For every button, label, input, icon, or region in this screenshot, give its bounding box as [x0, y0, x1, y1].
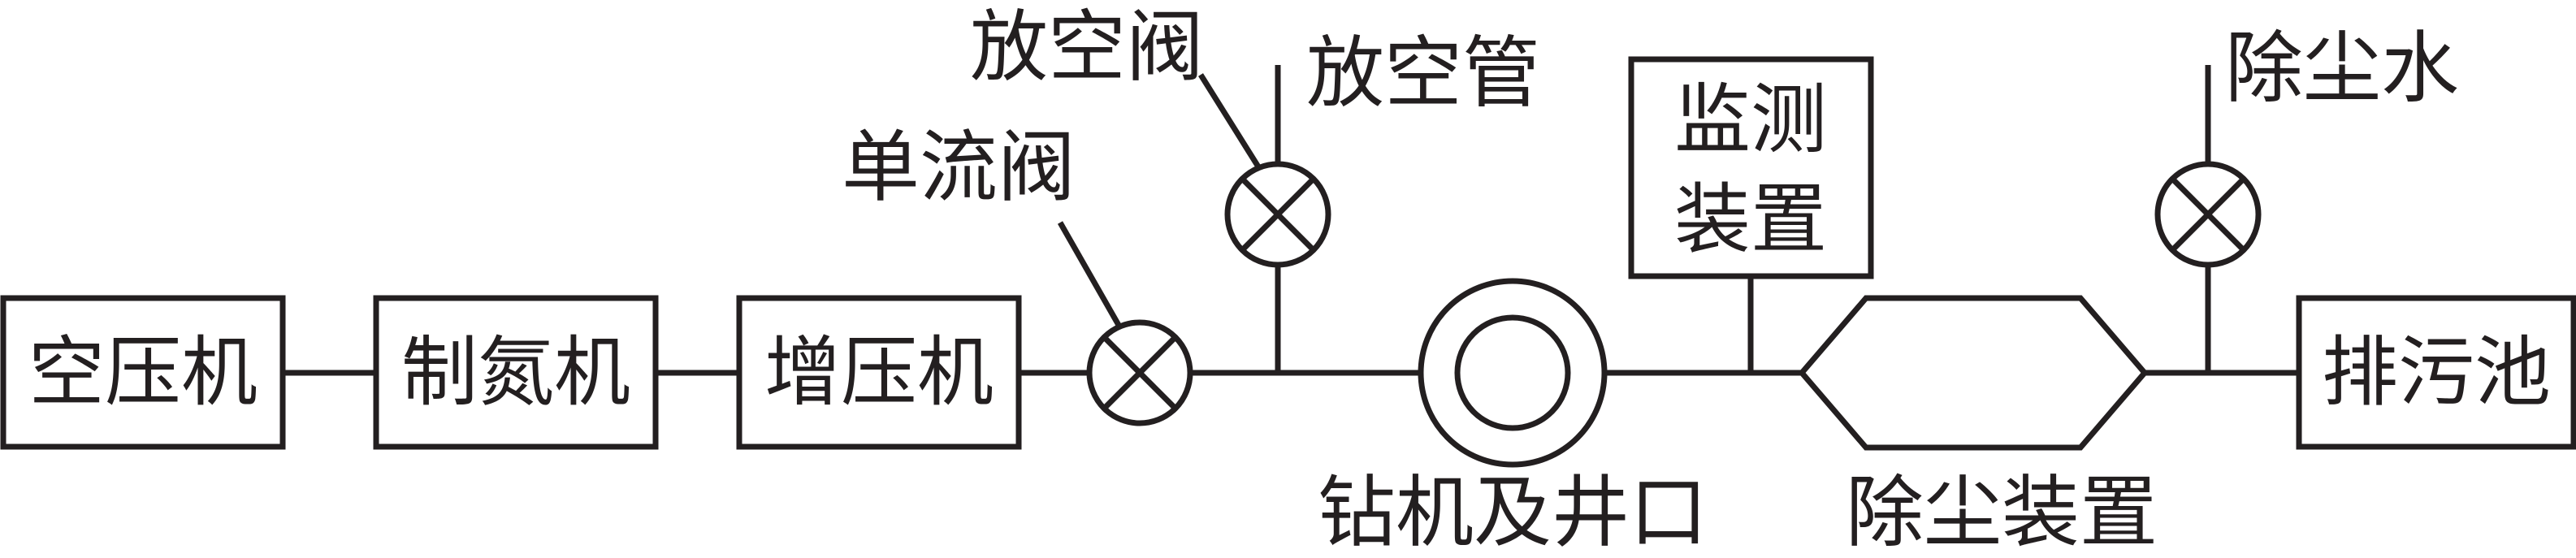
air-compressor-label: 空压机	[28, 329, 258, 417]
drill-wellhead-icon	[1418, 278, 1608, 468]
check-valve-leader	[1057, 221, 1123, 328]
vent-valve-leader	[1198, 73, 1262, 170]
booster-label: 增压机	[764, 329, 994, 417]
drill-wellhead-label: 钻机及井口	[1318, 467, 1708, 558]
monitoring-device-label-line2: 装置	[1674, 176, 1827, 265]
sewage-pool-box: 排污池	[2296, 295, 2576, 450]
nitrogen-generator-box: 制氮机	[373, 295, 659, 450]
monitoring-device-box: 监测 装置	[1628, 56, 1874, 279]
sewage-pool-label: 排污池	[2322, 329, 2551, 417]
booster-box: 增压机	[736, 295, 1022, 450]
vent-pipe-label: 放空管	[1306, 28, 1540, 119]
check-valve-icon	[1086, 319, 1193, 426]
nitrogen-generator-label: 制氮机	[401, 329, 630, 417]
monitoring-device-label-line1: 监测	[1674, 76, 1827, 165]
dust-removal-device-icon	[1798, 295, 2149, 451]
check-valve-label: 单流阀	[842, 122, 1076, 213]
air-compressor-box: 空压机	[0, 295, 286, 450]
dust-removal-device-label: 除尘装置	[1846, 467, 2158, 558]
vent-valve-icon	[1224, 161, 1331, 268]
dust-water-label: 除尘水	[2225, 23, 2459, 114]
dust-water-valve-icon	[2154, 161, 2262, 268]
vent-valve-label: 放空阀	[970, 2, 1204, 93]
